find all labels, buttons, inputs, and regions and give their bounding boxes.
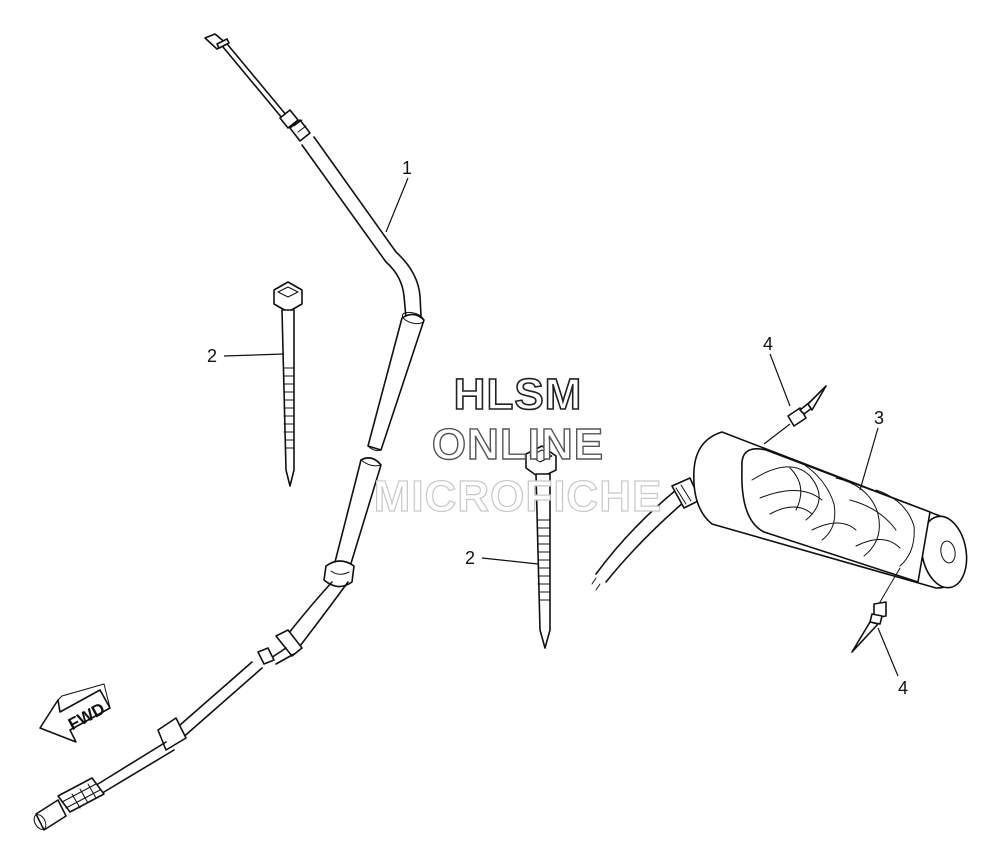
callout-part-4-bottom: 4 [898, 678, 908, 698]
pin-top [787, 385, 827, 427]
cable-tie-left [273, 281, 303, 487]
leader-lines [223, 177, 899, 677]
forward-direction-arrow: FWD [39, 683, 111, 743]
callout-part-4-top: 4 [763, 334, 773, 354]
cable-tie-center [525, 445, 557, 649]
callout-part-2-left: 2 [207, 346, 217, 366]
throttle-cable [33, 33, 425, 831]
throttle-grip [591, 431, 968, 591]
callout-part-1: 1 [402, 158, 412, 178]
pin-bottom [851, 567, 901, 653]
callout-part-3: 3 [874, 408, 884, 428]
callout-part-2-center: 2 [465, 548, 475, 568]
